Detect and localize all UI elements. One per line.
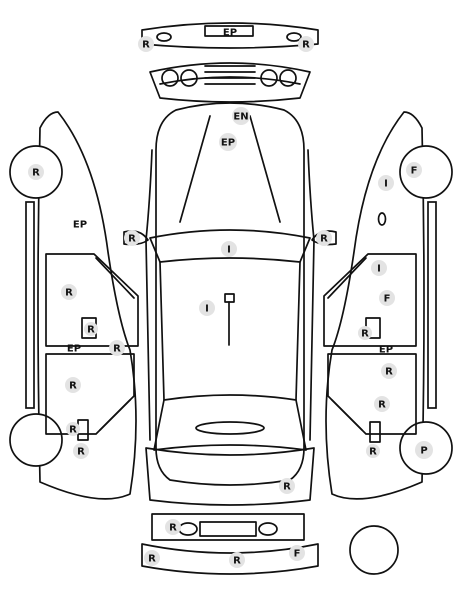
- car-body-top[interactable]: [145, 102, 315, 486]
- svg-text:I: I: [384, 179, 388, 190]
- svg-text:R: R: [32, 168, 40, 179]
- marker-left-rear-door[interactable]: R: [61, 284, 77, 300]
- spare-wheel-outline: [349, 525, 399, 575]
- marker-right-sill[interactable]: EP: [379, 345, 393, 356]
- svg-text:R: R: [283, 482, 291, 493]
- marker-engine[interactable]: EN: [232, 107, 250, 125]
- marker-rear-bumper-center[interactable]: R: [229, 552, 245, 568]
- svg-text:R: R: [361, 329, 369, 340]
- trunk-lid[interactable]: [145, 447, 315, 506]
- svg-text:R: R: [148, 554, 156, 565]
- svg-text:I: I: [377, 264, 381, 275]
- left-side-profile[interactable]: [9, 111, 139, 500]
- marker-front-bumper-center[interactable]: EP: [223, 28, 237, 39]
- svg-text:R: R: [77, 447, 85, 458]
- marker-front-bumper-right[interactable]: R: [138, 36, 154, 52]
- marker-right-window[interactable]: I: [371, 260, 387, 276]
- svg-text:R: R: [69, 381, 77, 392]
- svg-text:R: R: [320, 234, 328, 245]
- marker-left-b-pillar[interactable]: R: [109, 340, 125, 356]
- marker-front-bumper-left[interactable]: R: [298, 36, 314, 52]
- marker-left-mirror[interactable]: R: [124, 230, 140, 246]
- marker-right-rear-handle[interactable]: R: [366, 444, 380, 458]
- marker-hood[interactable]: EP: [219, 133, 237, 151]
- svg-text:R: R: [65, 288, 73, 299]
- marker-windshield[interactable]: I: [221, 241, 237, 257]
- front-bumper[interactable]: [141, 22, 319, 49]
- marker-right-rear-door[interactable]: R: [381, 363, 397, 379]
- svg-text:R: R: [87, 325, 95, 336]
- marker-right-front-handle[interactable]: R: [358, 326, 372, 340]
- svg-text:I: I: [205, 304, 209, 315]
- marker-right-a-pillar[interactable]: I: [378, 175, 394, 191]
- svg-text:R: R: [378, 400, 386, 411]
- marker-roof[interactable]: I: [199, 300, 215, 316]
- marker-left-front-handle[interactable]: R: [66, 422, 80, 436]
- marker-trunk[interactable]: R: [279, 478, 295, 494]
- svg-text:F: F: [294, 549, 301, 560]
- svg-text:R: R: [233, 556, 241, 567]
- svg-text:I: I: [227, 245, 231, 256]
- marker-left-front-wheel[interactable]: R: [28, 164, 44, 180]
- svg-text:R: R: [142, 40, 150, 51]
- svg-text:EP: EP: [379, 345, 393, 356]
- svg-text:R: R: [385, 367, 393, 378]
- marker-right-front-door[interactable]: F: [379, 290, 395, 306]
- svg-text:F: F: [384, 294, 391, 305]
- marker-right-rear-wheel[interactable]: P: [415, 441, 433, 459]
- svg-text:R: R: [302, 40, 310, 51]
- rear-bumper[interactable]: [141, 513, 319, 575]
- svg-text:EN: EN: [233, 112, 248, 123]
- svg-text:EP: EP: [73, 220, 87, 231]
- marker-right-front-wheel[interactable]: F: [406, 162, 422, 178]
- marker-rear-bumper-left[interactable]: R: [144, 550, 160, 566]
- svg-text:EP: EP: [67, 344, 81, 355]
- svg-text:R: R: [369, 447, 377, 458]
- marker-left-rear-handle[interactable]: R: [84, 322, 98, 336]
- marker-left-front-fender[interactable]: R: [73, 443, 89, 459]
- svg-text:R: R: [113, 344, 121, 355]
- svg-text:F: F: [411, 166, 418, 177]
- marker-right-mirror[interactable]: R: [316, 230, 332, 246]
- marker-rear-bumper-right[interactable]: F: [289, 545, 305, 561]
- svg-text:EP: EP: [221, 138, 235, 149]
- front-grille[interactable]: [149, 62, 311, 103]
- marker-rear-bumper-upper[interactable]: R: [165, 519, 181, 535]
- svg-text:R: R: [69, 425, 77, 436]
- svg-text:R: R: [128, 234, 136, 245]
- svg-text:P: P: [420, 446, 427, 457]
- svg-text:EP: EP: [223, 28, 237, 39]
- marker-left-fuel-cap[interactable]: EP: [73, 220, 87, 231]
- marker-right-rear-door-lower[interactable]: R: [374, 396, 390, 412]
- svg-text:R: R: [169, 523, 177, 534]
- marker-left-front-door[interactable]: R: [65, 377, 81, 393]
- marker-left-sill[interactable]: EP: [67, 344, 81, 355]
